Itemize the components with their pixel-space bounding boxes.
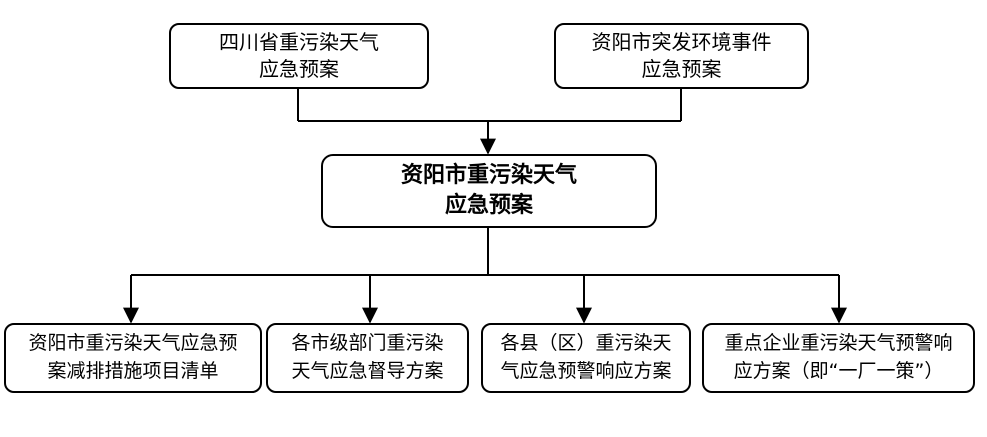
box-ziyang-heavy-pollution-plan: 资阳市重污染天气 应急预案 [321, 154, 657, 228]
box-county-response-plan-line1: 各县（区）重污染天 [500, 332, 672, 355]
box-ziyang-environment-plan-line2: 应急预案 [641, 57, 722, 81]
box-county-response-plan-line2: 气应急预警响应方案 [500, 360, 672, 382]
box-key-enterprise-response-plan-line2: 应方案（即“一厂一策”） [733, 360, 944, 382]
box-ziyang-heavy-pollution-plan-line1: 资阳市重污染天气 [400, 163, 577, 189]
box-sichuan-plan: 四川省重污染天气 应急预案 [169, 23, 429, 89]
box-key-enterprise-response-plan-line1: 重点企业重污染天气预警响 [724, 332, 953, 355]
box-department-supervision-plan: 各市级部门重污染 天气应急督导方案 [266, 323, 469, 393]
box-emission-reduction-list-line1: 资阳市重污染天气应急预 [28, 332, 238, 355]
box-key-enterprise-response-plan: 重点企业重污染天气预警响 应方案（即“一厂一策”） [702, 323, 975, 393]
box-emission-reduction-list-line2: 案减排措施项目清单 [47, 360, 219, 382]
box-department-supervision-plan-line1: 各市级部门重污染 [291, 332, 444, 355]
box-ziyang-environment-plan: 资阳市突发环境事件 应急预案 [554, 23, 809, 89]
box-department-supervision-plan-line2: 天气应急督导方案 [291, 360, 444, 382]
box-ziyang-environment-plan-line1: 资阳市突发环境事件 [591, 30, 772, 54]
box-county-response-plan: 各县（区）重污染天 气应急预警响应方案 [481, 323, 691, 393]
box-sichuan-plan-line2: 应急预案 [259, 57, 339, 81]
box-emission-reduction-list: 资阳市重污染天气应急预 案减排措施项目清单 [4, 323, 262, 393]
box-sichuan-plan-line1: 四川省重污染天气 [219, 30, 379, 54]
box-ziyang-heavy-pollution-plan-line2: 应急预案 [444, 193, 533, 218]
